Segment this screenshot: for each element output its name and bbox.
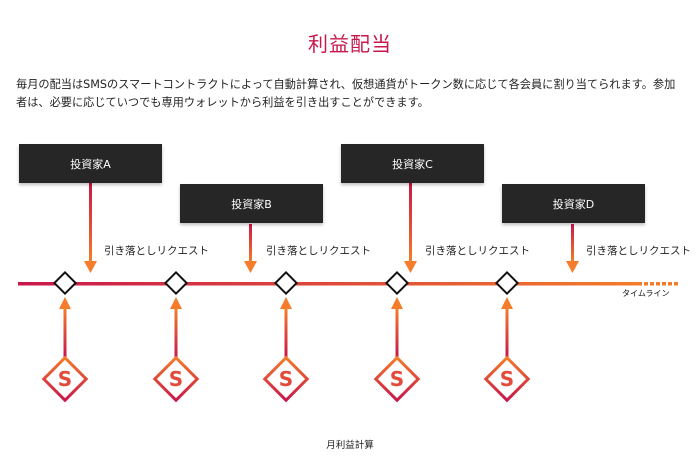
svg-text:S: S [279,367,293,391]
milestone-diamond [494,270,520,296]
withdrawal-request-label-c: 引き落としリクエスト [425,245,530,257]
timeline-line [18,282,642,286]
timeline-label: タイムライン [622,289,670,298]
monthly-calc-label: 月利益計算 [326,440,374,451]
svg-text:S: S [500,367,514,391]
up-arrow [170,297,182,357]
svg-text:S: S [390,367,404,391]
description-text: 毎月の配当はSMSのスマートコントラクトによって自動計算され、仮想通貨がトークン… [16,78,676,109]
up-arrow [59,297,71,357]
investor-box-a: 投資家A [19,144,162,183]
down-arrow-b [244,224,257,273]
svg-text:S: S [169,367,183,391]
withdrawal-request-label-b: 引き落としリクエスト [266,245,371,257]
page-title: 利益配当 [308,32,392,56]
investor-box-d: 投資家D [502,184,645,223]
milestone-diamond [52,270,78,296]
investor-box-b: 投資家B [180,184,323,223]
withdrawal-request-label-a: 引き落としリクエスト [104,245,209,257]
down-arrow-d [566,224,579,273]
up-arrow [501,297,513,357]
up-arrow [280,297,292,357]
token-icon: S [373,355,421,403]
svg-text:S: S [58,367,72,391]
investor-box-c: 投資家C [341,144,484,183]
down-arrow-c [404,183,417,273]
token-icon: S [41,355,89,403]
milestone-diamond [273,270,299,296]
down-arrow-a [84,183,97,273]
token-icon: S [152,355,200,403]
milestone-diamond [163,270,189,296]
milestone-diamond [384,270,410,296]
token-icon: S [262,355,310,403]
up-arrow [391,297,403,357]
token-icon: S [483,355,531,403]
withdrawal-request-label-d: 引き落としリクエスト [586,245,691,257]
